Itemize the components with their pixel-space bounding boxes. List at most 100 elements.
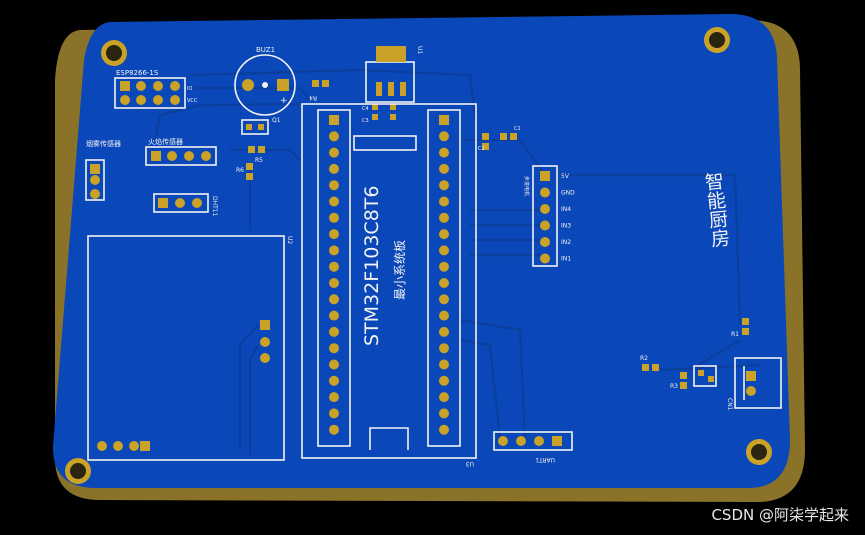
copper-pour — [52, 14, 790, 488]
r4-label: R4 — [309, 94, 317, 101]
pin-pad — [439, 261, 449, 272]
pin-pad — [439, 310, 449, 321]
r3-label: R3 — [670, 383, 678, 390]
r6-pad — [246, 163, 253, 170]
c2-pad — [482, 133, 489, 140]
pin-pad — [329, 180, 339, 191]
esp8266-label: ESP8266-1S — [116, 69, 159, 77]
pin-pad — [329, 359, 339, 370]
mounting-hole — [65, 458, 91, 484]
pin-pad — [439, 359, 449, 370]
u1-tab — [376, 46, 406, 62]
pin-pad — [439, 326, 449, 337]
pin-pad — [329, 212, 339, 223]
pin-pad — [439, 245, 449, 256]
pin-pad — [540, 253, 550, 264]
r6-pad — [246, 173, 253, 180]
dht11-outline — [153, 193, 209, 213]
pin-pad — [329, 261, 339, 272]
pin-pad — [329, 163, 339, 174]
u3-outline — [301, 103, 477, 459]
pin-pad — [439, 375, 449, 386]
c4-pad — [372, 114, 378, 120]
stepper-pin-label: IN1 — [561, 256, 571, 263]
r4-pad — [312, 80, 319, 87]
u1-label: U1 — [416, 46, 423, 54]
u1-lower-outline — [353, 135, 417, 151]
r3-pad — [680, 372, 687, 379]
r4-pad — [322, 80, 329, 87]
r1-pad — [742, 318, 749, 325]
mounting-hole — [101, 40, 127, 66]
u3-notch — [369, 427, 409, 450]
pin-pad — [439, 163, 449, 174]
pin-pad — [439, 294, 449, 305]
pin-pad — [329, 115, 339, 125]
r3-pad — [680, 382, 687, 389]
stepper-pin-label: 5V — [561, 173, 570, 180]
buzzer-pad — [277, 79, 289, 91]
u3-right-pins — [439, 115, 449, 435]
cn1-pad — [746, 371, 756, 381]
pin-pad — [329, 196, 339, 207]
stepper-pin-label: GND — [561, 190, 575, 197]
q1-label: Q1 — [272, 117, 281, 124]
pin-pad — [329, 245, 339, 256]
esp8266-pads — [120, 81, 180, 105]
c4-pad — [372, 104, 378, 110]
c1-pad — [510, 133, 517, 140]
pin-pad — [439, 392, 449, 403]
c3-pad — [390, 104, 396, 110]
pin-pad — [540, 187, 550, 198]
smoke-sensor-pads — [90, 164, 100, 199]
u2-outline — [87, 235, 285, 461]
pin-pad — [329, 408, 339, 419]
pin-pad — [329, 343, 339, 354]
pin-pad — [439, 229, 449, 240]
fire-sensor-label: 火焰传感器 — [148, 137, 183, 146]
chip-subtitle: 最小系统板 — [393, 240, 407, 300]
r2-pad — [652, 364, 659, 371]
r2-pad — [642, 364, 649, 371]
cn1-outline — [734, 357, 782, 409]
c2-pad — [482, 143, 489, 150]
buzzer-pad — [242, 79, 254, 91]
r2-label: R2 — [640, 355, 648, 362]
dht11-pads — [158, 198, 202, 208]
pin-pad — [329, 229, 339, 240]
c3-pad — [390, 114, 396, 120]
u3-label: U3 — [466, 460, 474, 467]
buzzer-outline — [234, 54, 296, 116]
pin-pad — [439, 131, 449, 142]
pin-pad — [540, 204, 550, 214]
uart1-pads — [498, 436, 562, 446]
r5-pad — [258, 146, 265, 153]
c2-label: C2 — [478, 146, 485, 152]
u1-pins — [376, 82, 406, 96]
vcc-label: VCC — [187, 98, 198, 104]
uart1-label: UART1 — [535, 456, 555, 463]
pin-pad — [329, 294, 339, 305]
pin-pad — [439, 408, 449, 419]
u3-left-header-outline — [317, 109, 351, 447]
pin-pad — [540, 171, 550, 181]
pin-pad — [439, 147, 449, 158]
pin-pad — [329, 278, 339, 288]
mounting-hole — [746, 439, 772, 465]
c3-label: C3 — [362, 118, 369, 124]
smoke-sensor-label: 烟雾传感器 — [86, 139, 121, 148]
pin-pad — [329, 326, 339, 337]
c1-pad — [500, 133, 507, 140]
pin-pad — [439, 212, 449, 223]
r5-pad — [248, 146, 255, 153]
c1-label: C1 — [514, 126, 521, 132]
fire-sensor-pads — [151, 151, 211, 161]
r1-label: R1 — [731, 331, 739, 338]
c4-label: C4 — [362, 106, 369, 112]
smoke-sensor-outline — [85, 159, 105, 201]
uart1-outline — [493, 431, 573, 451]
buzzer-plus: + — [280, 96, 288, 106]
fire-sensor-outline — [145, 146, 217, 166]
buzzer-label: BUZ1 — [256, 46, 275, 54]
